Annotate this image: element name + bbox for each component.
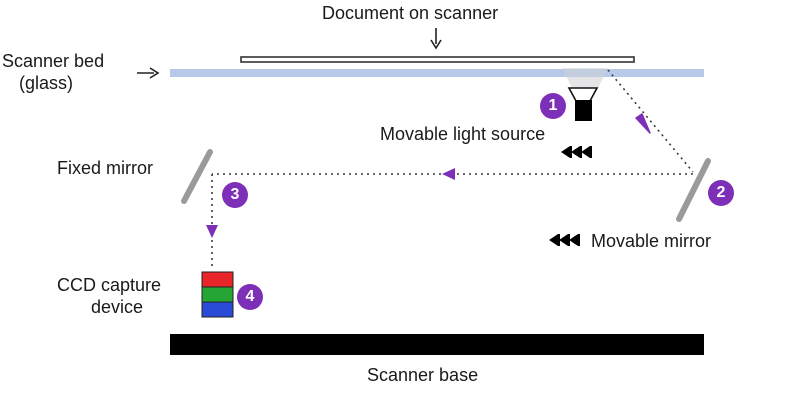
step-badge-1: 1 (540, 93, 566, 119)
step-badge-3: 3 (222, 182, 248, 208)
light-source-motion-chevrons-icon (561, 146, 592, 158)
ccd-label-line2: device (91, 297, 144, 317)
scanner-base-label: Scanner base (367, 365, 479, 385)
scanner-bed-label-line2: (glass) (19, 73, 74, 93)
light-path-arrowhead-3 (206, 225, 218, 238)
step-badge-2: 2 (708, 180, 734, 206)
ccd-label-line1: CCD capture (57, 275, 162, 295)
ccd-blue-channel (201, 301, 234, 318)
scanner-base (170, 334, 704, 355)
light-source-body (575, 100, 592, 121)
light-source-lamp-icon (567, 87, 599, 102)
movable-mirror-label: Movable mirror (591, 231, 712, 251)
scanner-bed-glass (170, 69, 704, 77)
document-sheet (240, 56, 635, 63)
document-label: Document on scanner (322, 3, 499, 23)
scanner-bed-pointer-arrowhead (149, 67, 160, 79)
light-path-arrowhead-2 (442, 168, 455, 180)
movable-mirror (676, 158, 711, 222)
fixed-mirror (181, 149, 213, 204)
step-badge-4: 4 (237, 284, 263, 310)
ccd-green-channel (201, 286, 234, 303)
light-source-label: Movable light source (380, 124, 546, 144)
light-path-segment-1 (607, 69, 694, 173)
scanner-bed-label-line1: Scanner bed (2, 51, 105, 71)
light-beam (562, 68, 608, 88)
movable-mirror-motion-chevrons-icon (549, 234, 580, 246)
light-path-arrowhead-1 (635, 113, 651, 134)
fixed-mirror-label: Fixed mirror (57, 158, 154, 178)
ccd-red-channel (201, 271, 234, 288)
document-pointer-arrowhead (430, 39, 442, 50)
